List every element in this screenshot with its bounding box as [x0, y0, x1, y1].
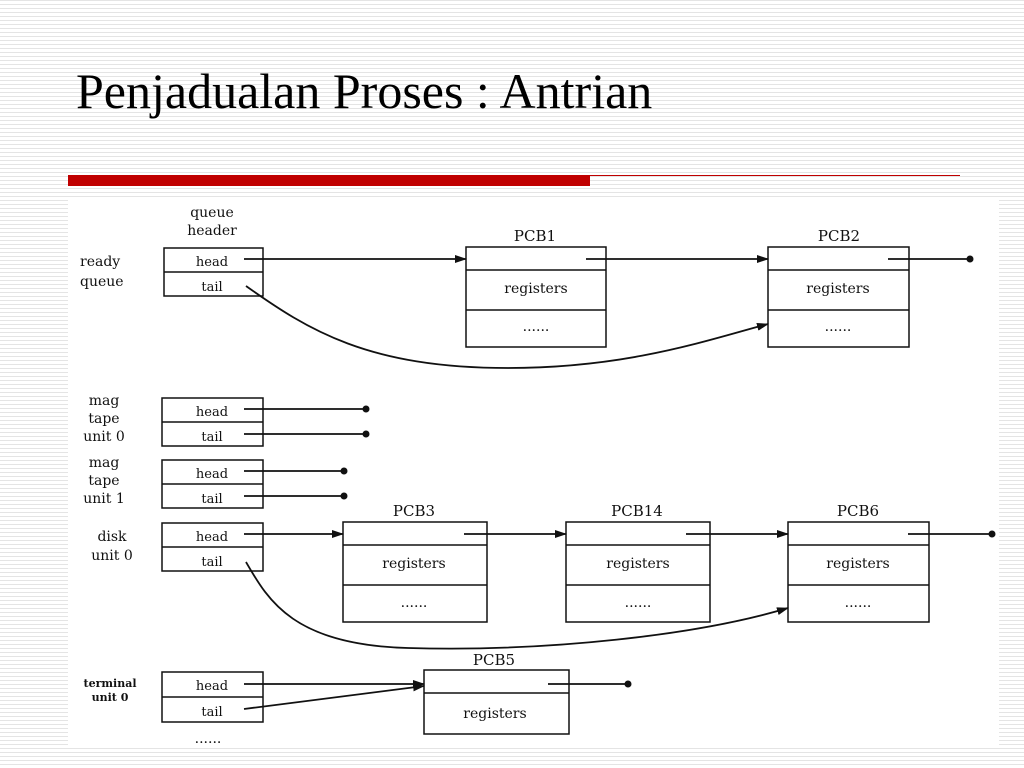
terminal-label-line1: terminal: [84, 677, 137, 690]
pcb14-block: PCB14 registers ......: [565, 502, 711, 623]
pcb2-block: PCB2 registers ......: [767, 227, 910, 348]
pcb5-label: PCB5: [473, 651, 515, 669]
disk-label-line1: disk: [97, 529, 127, 545]
queue-diagram: queue header ready queue head tail PCB1 …: [68, 200, 999, 748]
queue-header-caption-line1: queue: [190, 205, 234, 221]
pcb6-registers: registers: [826, 556, 889, 572]
pcb2-label: PCB2: [818, 227, 860, 245]
queue-diagram-svg: queue header ready queue head tail PCB1 …: [80, 205, 996, 747]
pcb1-label: PCB1: [514, 227, 556, 245]
ready-queue-label-line1: ready: [80, 254, 120, 270]
terminal-head-cell: head: [196, 679, 228, 694]
pcb3-dots: ......: [401, 595, 428, 611]
terminal-queue-header: head tail: [161, 671, 264, 723]
mag0-label-line2: tape: [88, 411, 119, 427]
ready-tail-arrow: [245, 285, 769, 369]
mag0-tail-cell: tail: [201, 430, 222, 445]
pcb1-block: PCB1 registers ......: [465, 227, 607, 348]
disk-tail-cell: tail: [201, 555, 222, 570]
mag1-tail-null-dot: [340, 492, 348, 500]
slide-title: Penjadualan Proses : Antrian: [76, 63, 653, 119]
pcb6-label: PCB6: [837, 502, 879, 520]
pcb3-registers: registers: [382, 556, 445, 572]
pcb1-dots: ......: [523, 319, 550, 335]
ready-queue-head-cell: head: [196, 255, 228, 270]
pcb2-registers: registers: [806, 281, 869, 297]
pcb14-dots: ......: [625, 595, 652, 611]
ready-queue-header: head tail: [163, 247, 264, 297]
ready-queue-label-line2: queue: [80, 274, 124, 290]
disk-label-line2: unit 0: [91, 548, 133, 564]
mag0-label-line3: unit 0: [83, 429, 125, 445]
pcb6-null-dot: [988, 530, 996, 538]
mag1-label-line1: mag: [89, 455, 120, 471]
pcb1-registers: registers: [504, 281, 567, 297]
pcb2-dots: ......: [825, 319, 852, 335]
mag0-label-line1: mag: [89, 393, 120, 409]
terminal-label-line2: unit 0: [92, 691, 129, 704]
mag0-queue-header: head tail: [161, 397, 264, 447]
pcb14-label: PCB14: [611, 502, 663, 520]
mag0-tail-null-dot: [362, 430, 370, 438]
mag1-queue-header: head tail: [161, 459, 264, 509]
pcb6-block: PCB6 registers ......: [787, 502, 930, 623]
mag1-head-null-dot: [340, 467, 348, 475]
mag0-head-cell: head: [196, 405, 228, 420]
pcb6-dots: ......: [845, 595, 872, 611]
mag1-label-line3: unit 1: [83, 491, 125, 507]
mag1-tail-cell: tail: [201, 492, 222, 507]
title-underline-thick: [68, 175, 590, 186]
disk-tail-arrow: [245, 561, 789, 650]
more-queues-dots: ......: [195, 731, 222, 747]
mag1-label-line2: tape: [88, 473, 119, 489]
ready-queue-tail-cell: tail: [201, 280, 222, 295]
pcb14-registers: registers: [606, 556, 669, 572]
pcb5-null-dot: [624, 680, 632, 688]
pcb2-null-dot: [966, 255, 974, 263]
terminal-tail-arrow: [243, 683, 425, 710]
pcb5-block: PCB5 registers: [423, 651, 570, 735]
terminal-tail-cell: tail: [201, 705, 222, 720]
mag0-head-null-dot: [362, 405, 370, 413]
pcb5-registers: registers: [463, 706, 526, 722]
pcb3-label: PCB3: [393, 502, 435, 520]
disk-head-cell: head: [196, 530, 228, 545]
mag1-head-cell: head: [196, 467, 228, 482]
queue-header-caption-line2: header: [187, 223, 237, 239]
title-underline-thin: [590, 175, 960, 176]
pcb3-block: PCB3 registers ......: [342, 502, 488, 623]
